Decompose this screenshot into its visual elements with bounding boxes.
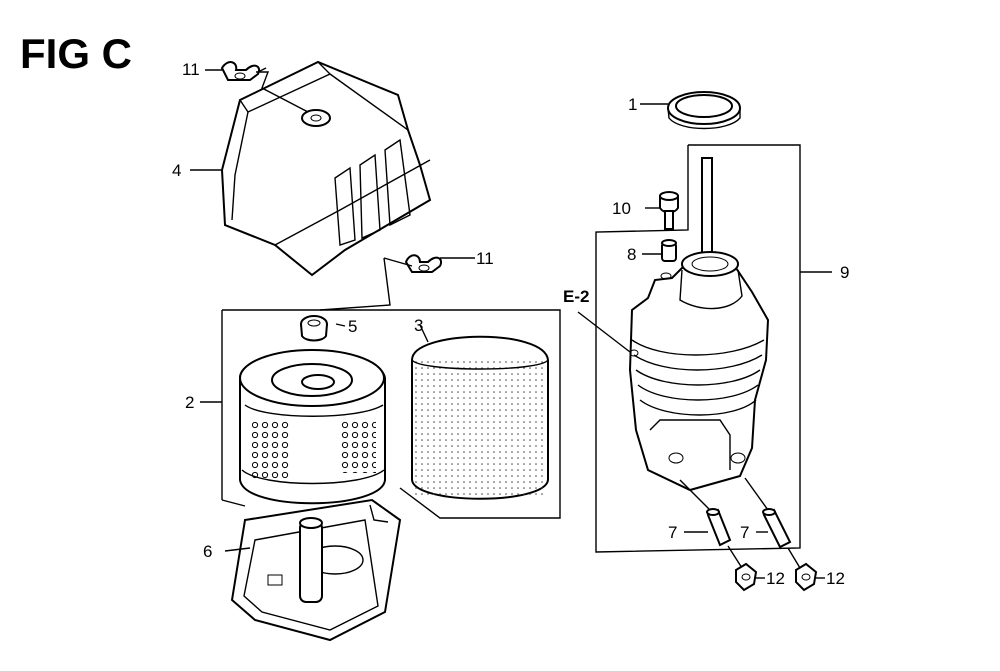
callout-7-right: 7 bbox=[740, 523, 750, 542]
wing-nut-upper bbox=[220, 61, 260, 81]
air-cleaner-case bbox=[224, 498, 402, 642]
flange-nut-right bbox=[787, 547, 825, 592]
stud-right bbox=[744, 477, 792, 549]
flange-bolt bbox=[645, 191, 679, 230]
e2-pointer bbox=[577, 311, 631, 353]
grommet bbox=[300, 315, 328, 342]
callout-4: 4 bbox=[172, 161, 182, 180]
wing-nut-lower bbox=[404, 254, 442, 273]
callout-7-left: 7 bbox=[668, 523, 678, 542]
outer-foam-element bbox=[411, 324, 549, 500]
callout-5: 5 bbox=[348, 317, 358, 336]
callout-12-right: 12 bbox=[826, 569, 845, 588]
stud-left bbox=[679, 479, 732, 547]
gasket-ring bbox=[640, 91, 741, 130]
figure-title: FIG C bbox=[20, 30, 132, 77]
collar bbox=[642, 239, 677, 262]
callout-6: 6 bbox=[203, 542, 213, 561]
callout-2: 2 bbox=[185, 393, 195, 412]
flange-nut-left bbox=[727, 545, 765, 592]
leader-lines-cover bbox=[190, 67, 475, 311]
callout-e2: E-2 bbox=[563, 287, 590, 306]
assembly-bracket bbox=[595, 144, 832, 553]
air-filter-element bbox=[239, 349, 386, 505]
callout-1: 1 bbox=[628, 95, 638, 114]
callout-11-lower: 11 bbox=[476, 249, 494, 268]
callout-8: 8 bbox=[627, 245, 637, 264]
callout-9: 9 bbox=[840, 263, 850, 282]
element-bracket bbox=[200, 309, 561, 519]
air-cleaner-cover bbox=[220, 60, 432, 277]
callout-11-upper: 11 bbox=[182, 60, 200, 79]
air-cleaner-elbow bbox=[628, 157, 770, 492]
callout-10: 10 bbox=[612, 199, 631, 218]
callout-12-left: 12 bbox=[766, 569, 785, 588]
callout-3: 3 bbox=[414, 316, 424, 335]
